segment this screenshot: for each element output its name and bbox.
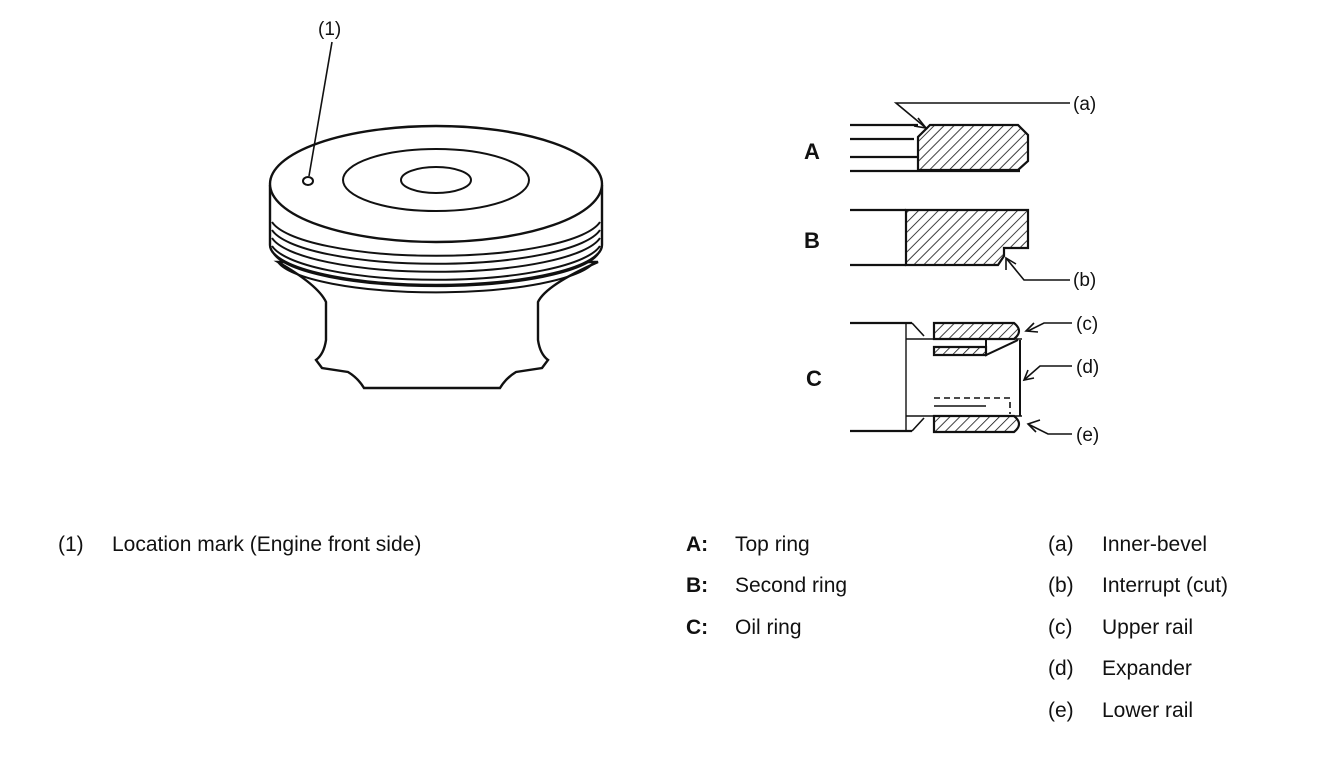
callout-b: (b) [1073, 270, 1096, 291]
callout-a: (a) [1073, 94, 1096, 115]
expander-profile [932, 345, 988, 357]
upper-rail-leader [1027, 322, 1072, 332]
legend-text: Oil ring [735, 616, 802, 639]
legend-key: B: [686, 574, 709, 597]
second-ring-profile [904, 208, 1030, 267]
expander-dashed [934, 397, 1011, 414]
legend-key: (1) [58, 533, 84, 556]
piston-illustration [268, 41, 604, 390]
ring-groove-1 [271, 221, 601, 257]
ring-groove-2 [271, 229, 601, 265]
piston-crown [268, 124, 604, 244]
legend-text: Top ring [735, 533, 810, 556]
legend-text: Upper rail [1102, 616, 1194, 639]
legend-text: Second ring [735, 574, 848, 597]
ring-groove-5 [273, 253, 599, 288]
ring-groove-6 [277, 261, 595, 294]
legend-key: (a) [1048, 533, 1074, 556]
ring-a-section [850, 102, 1070, 173]
legend-text: Inner-bevel [1102, 533, 1208, 556]
crown-bowl-outer [342, 148, 530, 212]
ring-label-b: B [804, 228, 820, 253]
legend-key: (c) [1048, 616, 1073, 639]
callout-e: (e) [1076, 425, 1099, 446]
location-mark-leader [308, 41, 333, 177]
legend-key: A: [686, 533, 709, 556]
legend-text: Lower rail [1102, 699, 1194, 722]
legend-text: Interrupt (cut) [1102, 574, 1229, 597]
callout-c: (c) [1076, 314, 1098, 335]
upper-rail-profile [932, 321, 1021, 341]
interrupt-arrow [1005, 256, 1017, 270]
lower-rail-arrow [1026, 419, 1041, 433]
location-mark-dot [302, 176, 314, 186]
ring-label-a: A [804, 139, 820, 164]
legend-key: (e) [1048, 699, 1074, 722]
inner-bevel-arrow [913, 117, 928, 130]
interrupt-leader [1005, 257, 1070, 281]
callout-d: (d) [1076, 357, 1099, 378]
lower-rail-profile [932, 414, 1021, 434]
ring-groove-4 [271, 245, 601, 281]
expander-body [985, 339, 1021, 416]
legend-key: C: [686, 616, 709, 639]
legend-text: Expander [1102, 657, 1192, 680]
piston-skirt [273, 260, 599, 390]
lower-rail-leader [1027, 423, 1072, 435]
ring-label-c: C [806, 366, 822, 391]
legend-text: Location mark (Engine front side) [112, 533, 422, 556]
legend-key: (d) [1048, 657, 1074, 680]
upper-rail-arrow [1024, 322, 1039, 333]
ring-c-section [850, 321, 1072, 435]
callout-1: (1) [318, 19, 341, 40]
inner-bevel-leader [893, 102, 1070, 129]
crown-bowl-inner [400, 166, 472, 194]
ring-b-section [850, 208, 1070, 281]
expander-arrow [1022, 369, 1035, 382]
ring-groove-3 [271, 237, 601, 273]
top-ring-profile [916, 123, 1030, 172]
expander-leader [1023, 365, 1072, 381]
legend-key: (b) [1048, 574, 1074, 597]
